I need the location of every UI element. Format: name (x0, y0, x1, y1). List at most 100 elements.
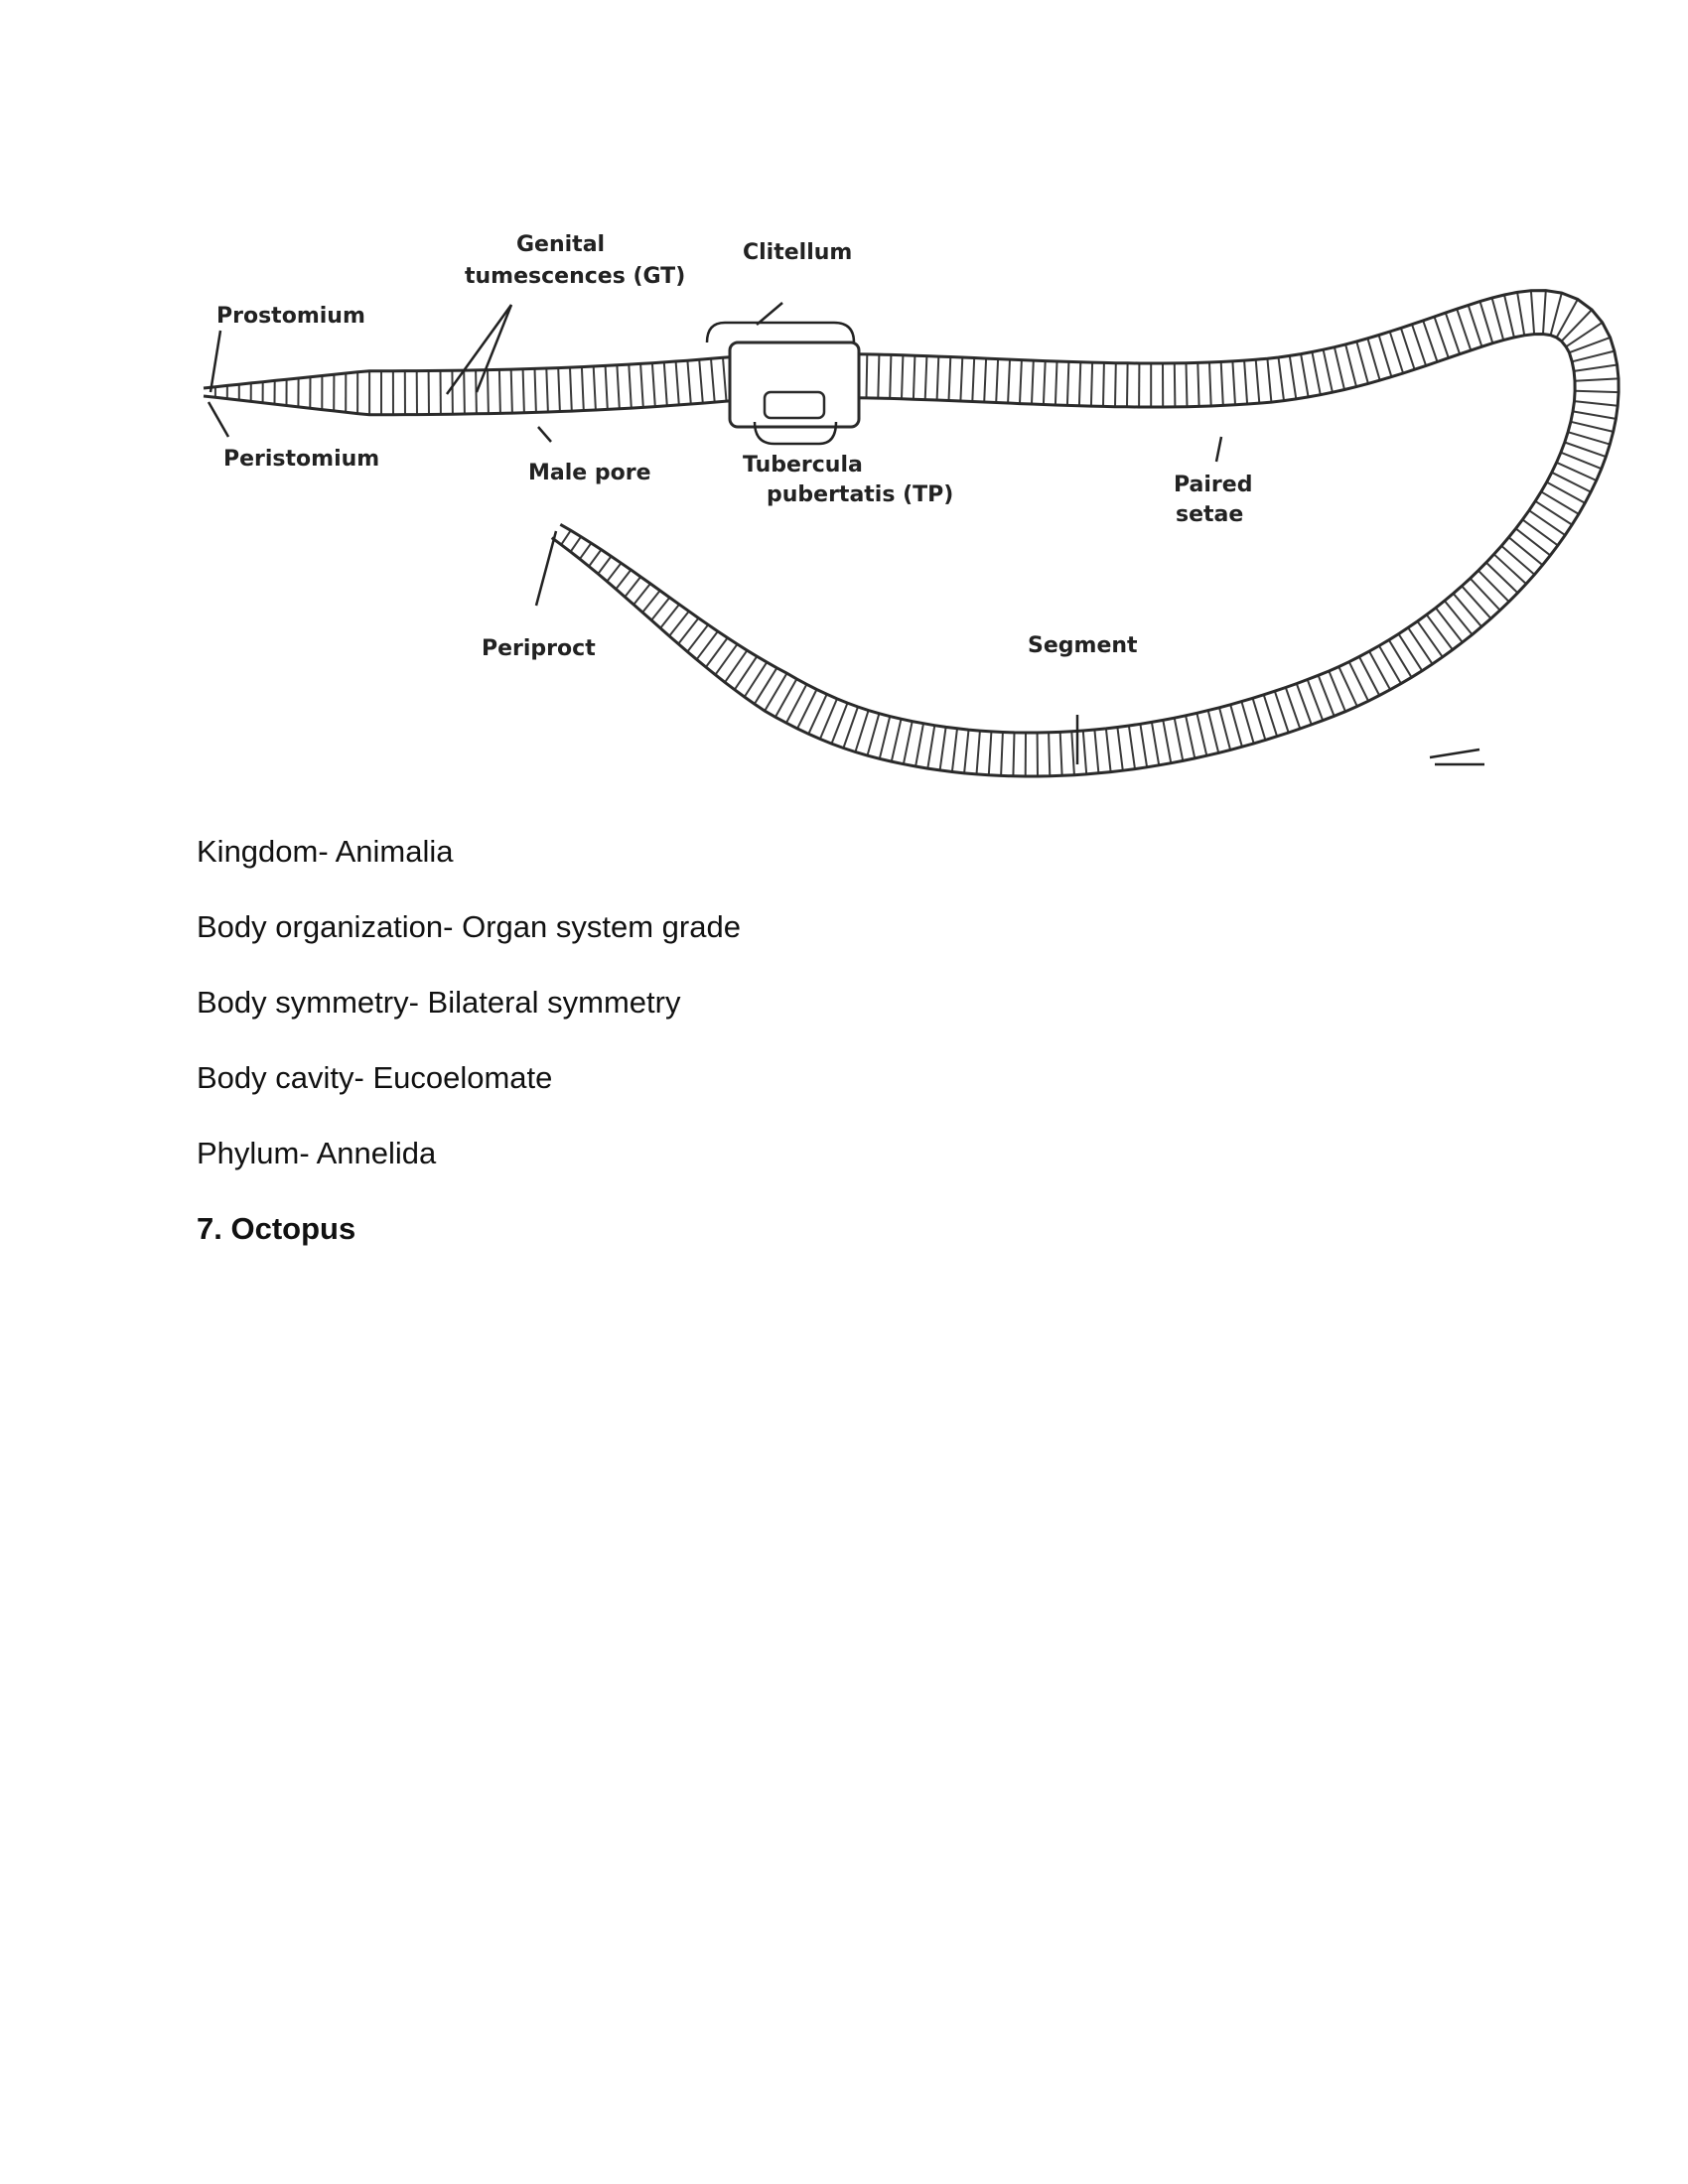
worm-segment-ring (1574, 400, 1618, 407)
worm-segment-ring (650, 362, 656, 407)
worm-segment-ring (1231, 360, 1236, 405)
worm-segment-ring (1478, 301, 1494, 343)
worm-segment-ring (1012, 732, 1016, 776)
worm-segment-ring (1266, 358, 1273, 403)
worm-segment-ring (533, 368, 537, 413)
worm-segment-ring (606, 562, 623, 583)
worm-segment-ring (1196, 713, 1208, 756)
worm-segment-ring (487, 369, 490, 414)
worm-segment-ring (579, 542, 593, 560)
clitellum-bracket (705, 321, 856, 343)
worm-segment-ring (1366, 338, 1381, 381)
label-male-pore: Male pore (528, 461, 651, 485)
worm-segment-ring (901, 354, 905, 399)
worm-segment-ring (1196, 362, 1200, 407)
worm-segment-ring (1317, 674, 1336, 717)
clitellum-leader (756, 302, 783, 326)
earthworm-body (203, 289, 1620, 778)
worm-segment-ring (1514, 527, 1551, 557)
worm-segment-ring (714, 643, 739, 676)
worm-segment-ring (1573, 363, 1618, 372)
worm-segment-ring (1567, 431, 1611, 446)
worm-segment-ring (686, 360, 692, 405)
scale-mark (1429, 748, 1484, 766)
worm-segment-ring (890, 718, 903, 762)
worm-segment-ring (1229, 704, 1243, 748)
worm-segment-ring (1469, 577, 1501, 612)
worm-segment-ring (1042, 360, 1047, 405)
male-pore-leader (537, 426, 552, 443)
worm-segment-ring (1461, 585, 1492, 619)
worm-segment-ring (1344, 343, 1357, 387)
tp-bracket (753, 421, 838, 446)
worm-segment-ring (705, 636, 729, 668)
classification-text: Kingdom- Animalia Body organization- Org… (197, 834, 1487, 1287)
worm-segment-ring (1240, 701, 1255, 745)
worm-segment-ring (695, 630, 719, 660)
worm-segment-ring (1295, 683, 1313, 726)
setae-leader (1214, 436, 1223, 463)
worm-segment-ring (1185, 362, 1189, 407)
label-setae: setae (1176, 502, 1243, 527)
worm-segment-ring (818, 698, 838, 740)
worm-segment-ring (650, 597, 671, 621)
worm-segment-ring (1411, 324, 1428, 366)
worm-segment-ring (1311, 351, 1322, 395)
worm-segment-ring (865, 353, 869, 398)
worm-segment-ring (1337, 666, 1358, 707)
worm-segment-ring (1407, 626, 1434, 665)
worm-segment-ring (1570, 420, 1614, 433)
worm-segment-ring (1185, 715, 1196, 759)
worm-segment-ring (914, 723, 924, 767)
worm-segment-ring (1328, 670, 1346, 713)
worm-segment-ring (1150, 722, 1161, 765)
worm-segment-ring (724, 649, 749, 683)
worm-segment-ring (959, 356, 964, 402)
worm-segment-ring (963, 730, 970, 773)
worm-segment-ring (674, 360, 680, 405)
worm-segment-ring (509, 369, 513, 414)
worm-segment-ring (842, 706, 859, 749)
worm-segment-ring (1528, 509, 1566, 536)
worm-segment-ring (1534, 499, 1573, 526)
worm-segment-ring (1173, 362, 1177, 407)
worm-segment-ring (975, 731, 981, 774)
worm-segment-ring (710, 358, 716, 403)
worm-segment-ring (923, 355, 928, 400)
worm-segment-ring (1347, 661, 1369, 702)
worm-segment-ring (1104, 728, 1112, 772)
worm-segment-ring (987, 731, 993, 775)
label-tubercula-1: Tubercula (743, 453, 863, 478)
worm-segment-ring (753, 667, 778, 705)
worm-segment-ring (1416, 620, 1444, 658)
worm-segment-ring (560, 529, 572, 546)
worm-segment-ring (569, 536, 582, 553)
label-segment: Segment (1028, 633, 1138, 658)
worm-segment-ring (1102, 362, 1105, 407)
worm-segment-ring (1575, 389, 1619, 394)
worm-segment-ring (1019, 359, 1023, 404)
worm-segment-ring (1306, 679, 1325, 722)
worm-segment-ring (1219, 361, 1224, 406)
worm-segment-ring (662, 361, 668, 406)
clitellum-band (728, 341, 861, 429)
worm-segment-ring (1503, 294, 1515, 339)
peristomium-leader (207, 401, 230, 438)
label-genital-2: tumescences (GT) (465, 264, 685, 289)
worm-segment-ring (1054, 360, 1058, 406)
worm-segment-ring (521, 368, 525, 413)
worm-segment-ring (1564, 441, 1607, 459)
worm-segment-ring (1377, 335, 1393, 377)
body-symmetry-line: Body symmetry- Bilateral symmetry (197, 985, 681, 1020)
worm-segment-ring (1540, 490, 1580, 515)
worm-segment-ring (1388, 331, 1405, 374)
tubercula-pubertatis-mark (763, 390, 826, 420)
prostomium-leader (209, 330, 222, 393)
worm-segment-ring (616, 364, 621, 409)
worm-segment-ring (1542, 290, 1547, 335)
worm-segment-ring (1273, 690, 1290, 734)
label-clitellum: Clitellum (743, 240, 852, 265)
worm-segment-ring (1492, 553, 1527, 585)
worm-segment-ring (1262, 694, 1279, 738)
worm-segment-ring (743, 661, 769, 698)
